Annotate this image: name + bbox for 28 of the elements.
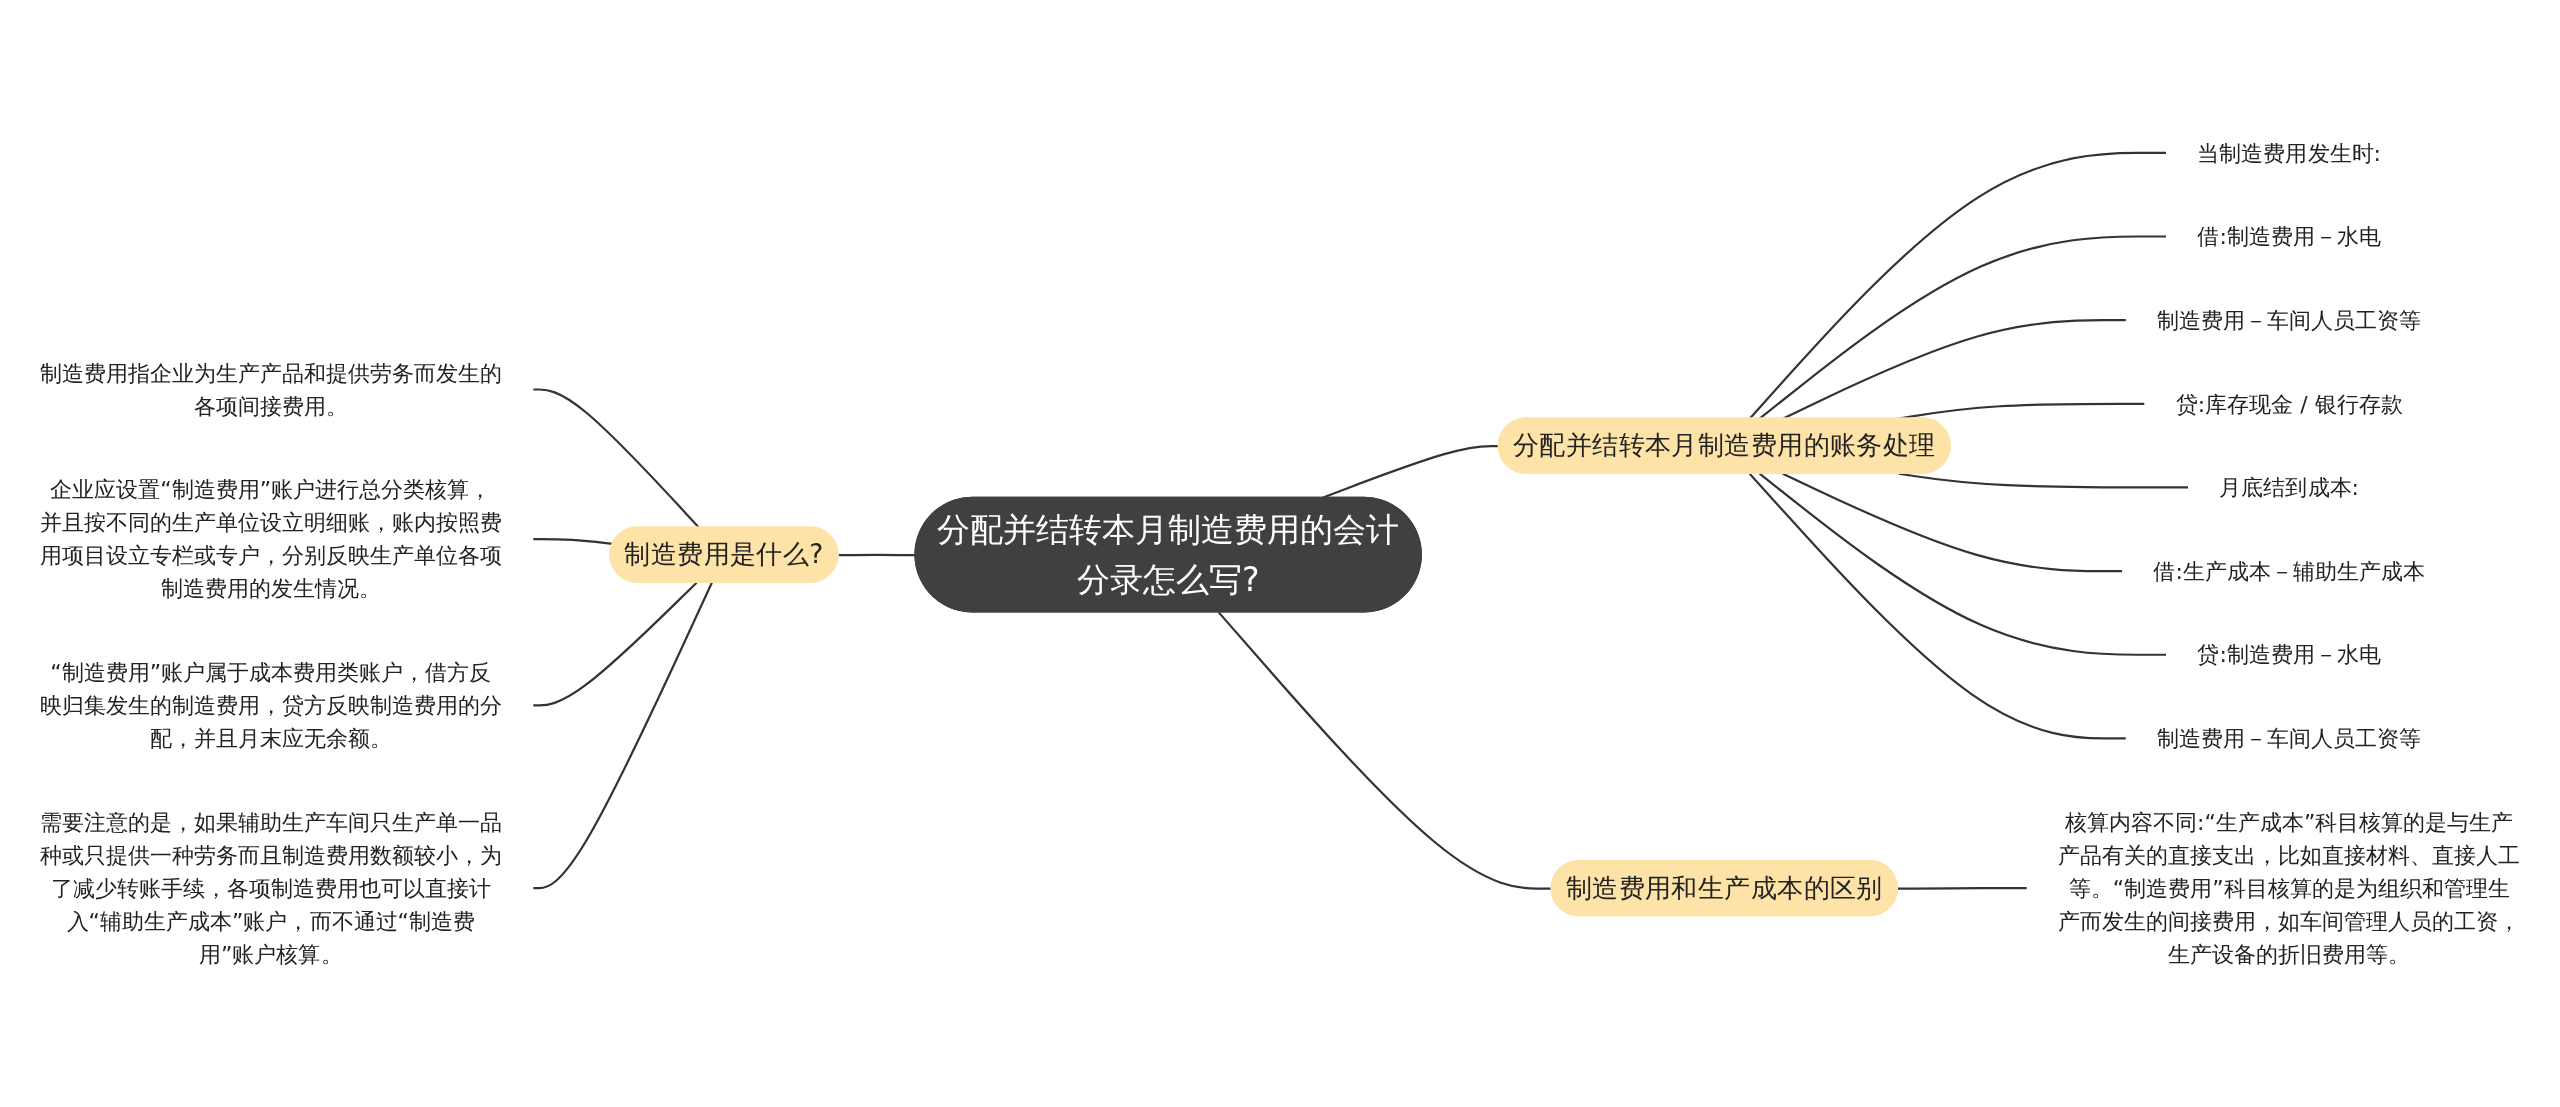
node-text: 制造费用－车间人员工资等 — [2157, 306, 2422, 334]
node-text: 借:制造费用－水电 — [2197, 223, 2381, 250]
connector — [532, 582, 713, 890]
connector — [1748, 151, 2167, 420]
connector — [532, 581, 698, 707]
connector — [532, 388, 700, 529]
node-text: 制造费用指企业为生产产品和提供劳务而发生的各项间接费用。 — [39, 359, 502, 420]
connector — [838, 553, 916, 557]
node-text: 核算内容不同:“生产成本”科目核算的是与生产产品有关的直接支出，比如直接材料、直接人工等。“制造费用”科目核算的是为组织和管理生产而发生的间接费用，如车间管理人员的工资，生产设备的折旧费用等。 — [2058, 808, 2521, 968]
node-text: 贷:制造费用－水电 — [2197, 641, 2381, 668]
connector — [1748, 472, 2127, 740]
connector — [1758, 235, 2167, 420]
node-text: “制造费用”账户属于成本费用类账户，借方反映归集发生的制造费用，贷方反映制造费用的分配，并且月末应无余额。 — [39, 659, 502, 752]
connector — [532, 538, 613, 545]
node-text: 制造费用－车间人员工资等 — [2157, 725, 2422, 752]
node-text: 贷:库存现金 / 银行存款 — [2175, 390, 2403, 417]
connector — [1217, 611, 1552, 890]
node-text: 企业应设置“制造费用”账户进行总分类核算，并且按不同的生产单位设立明细账，账内按照费用项目设立专栏或专户，分别反映生产单位各项制造费用的发生情况。 — [39, 476, 502, 602]
connector — [1782, 472, 2123, 573]
connector — [1782, 319, 2127, 420]
connector — [1897, 887, 2028, 890]
connector — [1758, 472, 2167, 656]
node-text: 当制造费用发生时: — [2197, 139, 2381, 167]
connector — [1898, 472, 2189, 489]
node-text: 需要注意的是，如果辅助生产车间只生产单一品种或只提供一种劳务而且制造费用数额较小，为了减少转账手续，各项制造费用也可以直接计入“辅助生产成本”账户，而不通过“制造费用”账户核算。 — [39, 808, 502, 968]
connector — [1321, 444, 1499, 499]
node-text: 借:生产成本－辅助生产成本 — [2153, 557, 2426, 585]
node-text: 月底结到成本: — [2219, 474, 2359, 501]
